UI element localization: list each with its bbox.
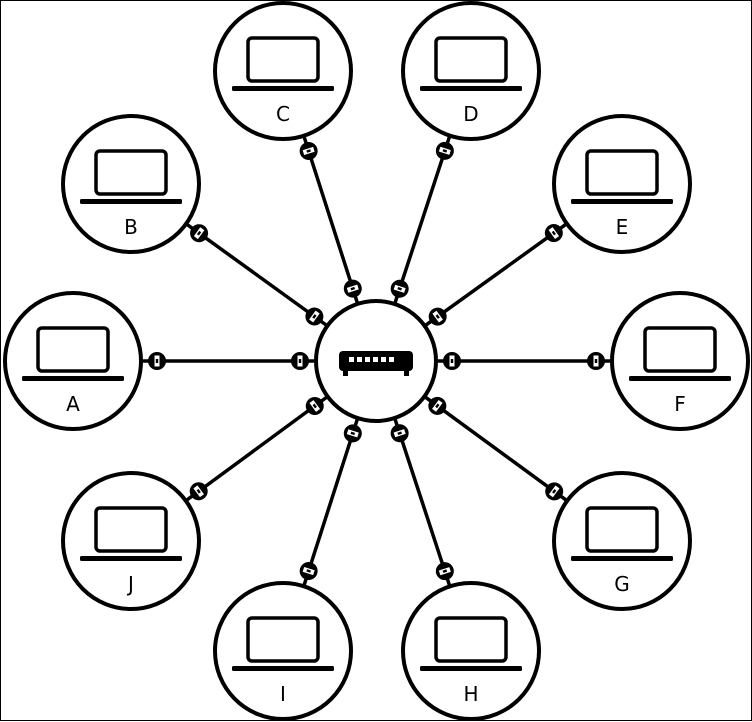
computer-node-b: B (61, 114, 201, 254)
link-hub-A (141, 352, 316, 370)
cable-connector-icon (428, 307, 447, 326)
cable-connector-icon (343, 424, 362, 443)
node-label: A (66, 392, 80, 416)
link-hub-F (436, 352, 612, 370)
cable-connector-icon (390, 279, 409, 298)
cable-connector-icon (390, 424, 409, 443)
node-label: E (616, 215, 629, 239)
laptop-icon (571, 149, 673, 204)
laptop-icon (571, 506, 673, 561)
computer-node-c: C (213, 1, 353, 141)
cable-connector-icon (299, 141, 318, 160)
node-label: G (614, 572, 630, 596)
node-label: J (126, 572, 134, 596)
cable-connector-icon (291, 352, 309, 370)
nodes-layer: A B C D E F G H I J (3, 1, 750, 721)
node-label: B (124, 215, 138, 239)
cable-connector-icon (148, 352, 166, 370)
link-hub-G (423, 395, 569, 503)
computer-node-h: H (401, 581, 541, 721)
link-hub-H (390, 417, 454, 587)
links-layer (141, 135, 612, 587)
cable-connector-icon (435, 141, 454, 160)
computer-node-f: F (610, 291, 750, 431)
link-hub-D (390, 135, 454, 305)
cable-connector-icon (190, 224, 209, 243)
laptop-icon (629, 326, 731, 381)
cable-connector-icon (299, 562, 318, 581)
cable-connector-icon (443, 352, 461, 370)
cable-connector-icon (189, 482, 208, 501)
cable-connector-icon (544, 224, 563, 243)
network-switch-icon (339, 351, 413, 376)
laptop-icon (80, 149, 182, 204)
computer-node-d: D (401, 1, 541, 141)
hub-layer (314, 299, 438, 423)
cable-line (302, 417, 360, 587)
laptop-icon (80, 506, 182, 561)
cable-line (185, 222, 329, 328)
node-label: H (463, 682, 478, 706)
cable-connector-icon (343, 279, 362, 298)
node-label: F (674, 392, 686, 416)
node-label: I (280, 682, 286, 706)
link-hub-J (184, 395, 329, 503)
laptop-icon (22, 326, 124, 381)
laptop-icon (420, 616, 522, 671)
computer-node-e: E (552, 114, 692, 254)
laptop-icon (232, 616, 334, 671)
cable-connector-icon (305, 396, 324, 415)
cable-line (393, 417, 452, 587)
link-hub-C (299, 135, 362, 305)
hub-node (314, 299, 438, 423)
computer-node-a: A (3, 291, 143, 431)
cable-line (184, 395, 329, 503)
link-hub-E (423, 222, 568, 328)
computer-node-g: G (552, 471, 692, 611)
cable-connector-icon (305, 307, 324, 326)
link-hub-I (299, 417, 362, 587)
cable-connector-icon (428, 396, 447, 415)
cable-line (302, 135, 360, 305)
computer-node-j: J (61, 471, 201, 611)
cable-connector-icon (545, 482, 564, 501)
cable-connector-icon (435, 562, 454, 581)
cable-line (393, 135, 452, 305)
cable-line (423, 395, 569, 503)
cable-connector-icon (587, 352, 605, 370)
node-label: C (276, 102, 290, 126)
link-hub-B (185, 222, 329, 328)
laptop-icon (232, 36, 334, 91)
computer-node-i: I (213, 581, 353, 721)
laptop-icon (420, 36, 522, 91)
node-label: D (463, 102, 478, 126)
cable-line (423, 222, 568, 328)
